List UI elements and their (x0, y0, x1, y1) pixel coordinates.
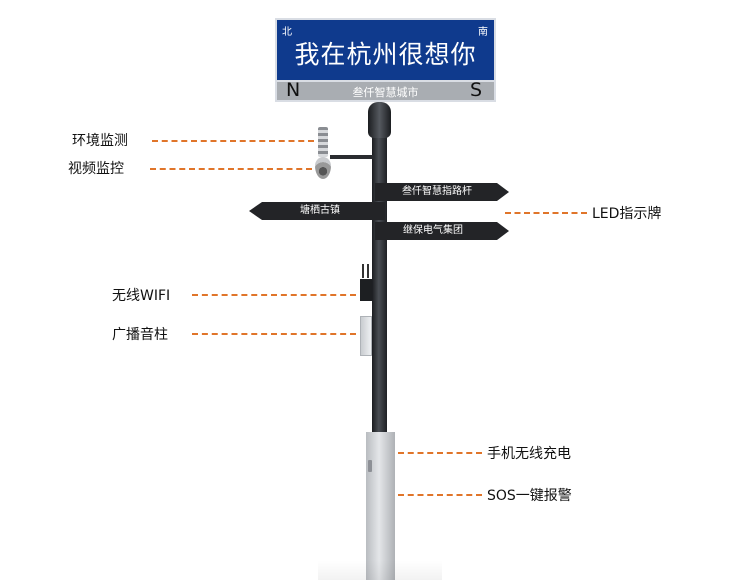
speaker-column-icon (360, 316, 372, 356)
label-charge: 手机无线充电 (487, 446, 571, 462)
wifi-antenna-icon (367, 264, 369, 278)
arrow-sign-right-1 (375, 183, 509, 201)
wifi-antenna-icon (362, 264, 364, 278)
arrow-sign-left (249, 202, 385, 220)
sign-subtitle-bar: N 叁仟智慧城市 S (275, 79, 496, 102)
arrow-label-1: 叁仟智慧指路杆 (402, 186, 472, 197)
leader-video (150, 168, 312, 170)
sign-north-char: 北 (282, 27, 292, 38)
camera-icon (315, 157, 331, 179)
label-sos: SOS一键报警 (487, 488, 572, 504)
pole-top-fitting (368, 102, 391, 138)
sign-subtitle: 叁仟智慧城市 (352, 86, 419, 99)
wireless-charger-icon (368, 460, 372, 472)
sign-south-letter: S (469, 79, 482, 101)
pole-shaft (372, 120, 387, 440)
sign-title: 我在杭州很想你 (294, 40, 477, 69)
pole-base-shadow (318, 560, 442, 580)
pole-base (366, 432, 395, 580)
leader-speaker (192, 333, 356, 335)
device-arm (330, 155, 374, 159)
arrow-signs (249, 183, 509, 240)
arrow-label-2: 塘栖古镇 (300, 205, 340, 216)
arrow-label-3: 继保电气集团 (403, 225, 463, 236)
label-environment: 环境监测 (72, 133, 128, 149)
sign-south-char: 南 (478, 27, 488, 38)
sign-north-letter: N (286, 79, 301, 101)
leader-environment (152, 140, 314, 142)
label-video: 视频监控 (68, 161, 124, 177)
label-speaker: 广播音柱 (112, 327, 168, 343)
label-led: LED指示牌 (592, 206, 662, 222)
leader-wifi (192, 294, 356, 296)
street-name-sign: 北 南 我在杭州很想你 (275, 18, 496, 82)
leader-sos (398, 494, 482, 496)
environment-sensor-icon (318, 127, 328, 157)
label-wifi: 无线WIFI (112, 288, 171, 304)
wifi-router-icon (360, 279, 372, 301)
arrow-sign-right-2 (375, 222, 509, 240)
leader-charge (398, 452, 482, 454)
leader-led (505, 212, 587, 214)
